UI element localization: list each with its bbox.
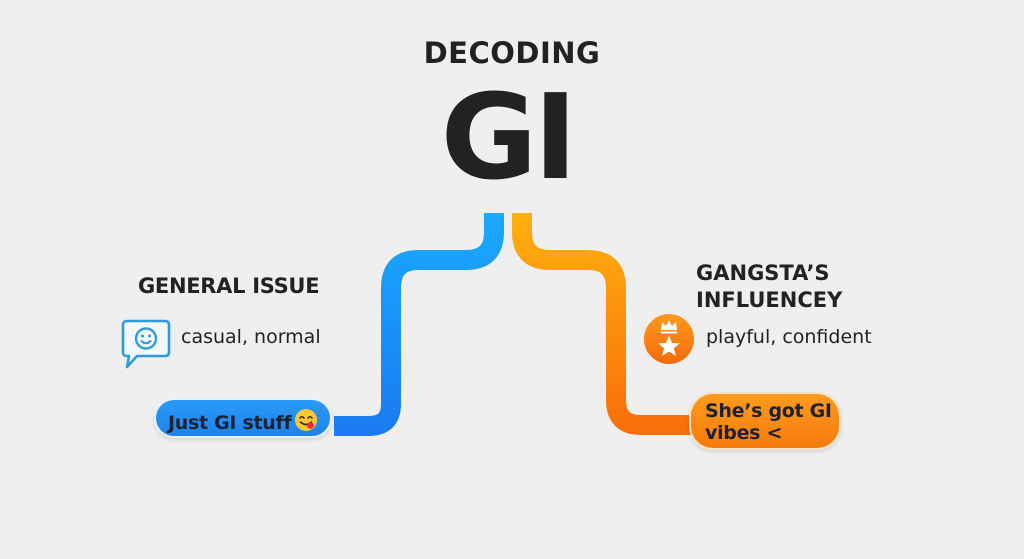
left-branch-label: GENERAL ISSUE xyxy=(138,274,320,298)
right-branch-line xyxy=(512,213,692,435)
crown-star-badge-icon xyxy=(644,314,694,364)
right-example-line2: vibes < xyxy=(705,422,783,444)
right-branch-label-line1: GANGSTA’S xyxy=(696,261,830,285)
right-example-line1: She’s got GI xyxy=(705,400,832,422)
right-example-pill: She’s got GI vibes < xyxy=(689,392,841,450)
left-example-pill: Just GI stuff xyxy=(154,398,332,438)
right-branch-label: GANGSTA’S INFLUENCEY xyxy=(696,260,842,314)
smiley-speech-bubble-icon xyxy=(121,319,171,369)
face-savoring-food-emoji-icon xyxy=(294,408,318,437)
left-example-text: Just GI stuff xyxy=(168,412,292,434)
right-branch-label-line2: INFLUENCEY xyxy=(696,288,843,312)
super-title: DECODING xyxy=(423,36,601,70)
main-title: GI xyxy=(440,68,578,206)
right-branch-trait: playful, confident xyxy=(706,326,872,348)
left-branch-trait: casual, normal xyxy=(181,326,321,348)
left-branch-line xyxy=(334,213,504,436)
